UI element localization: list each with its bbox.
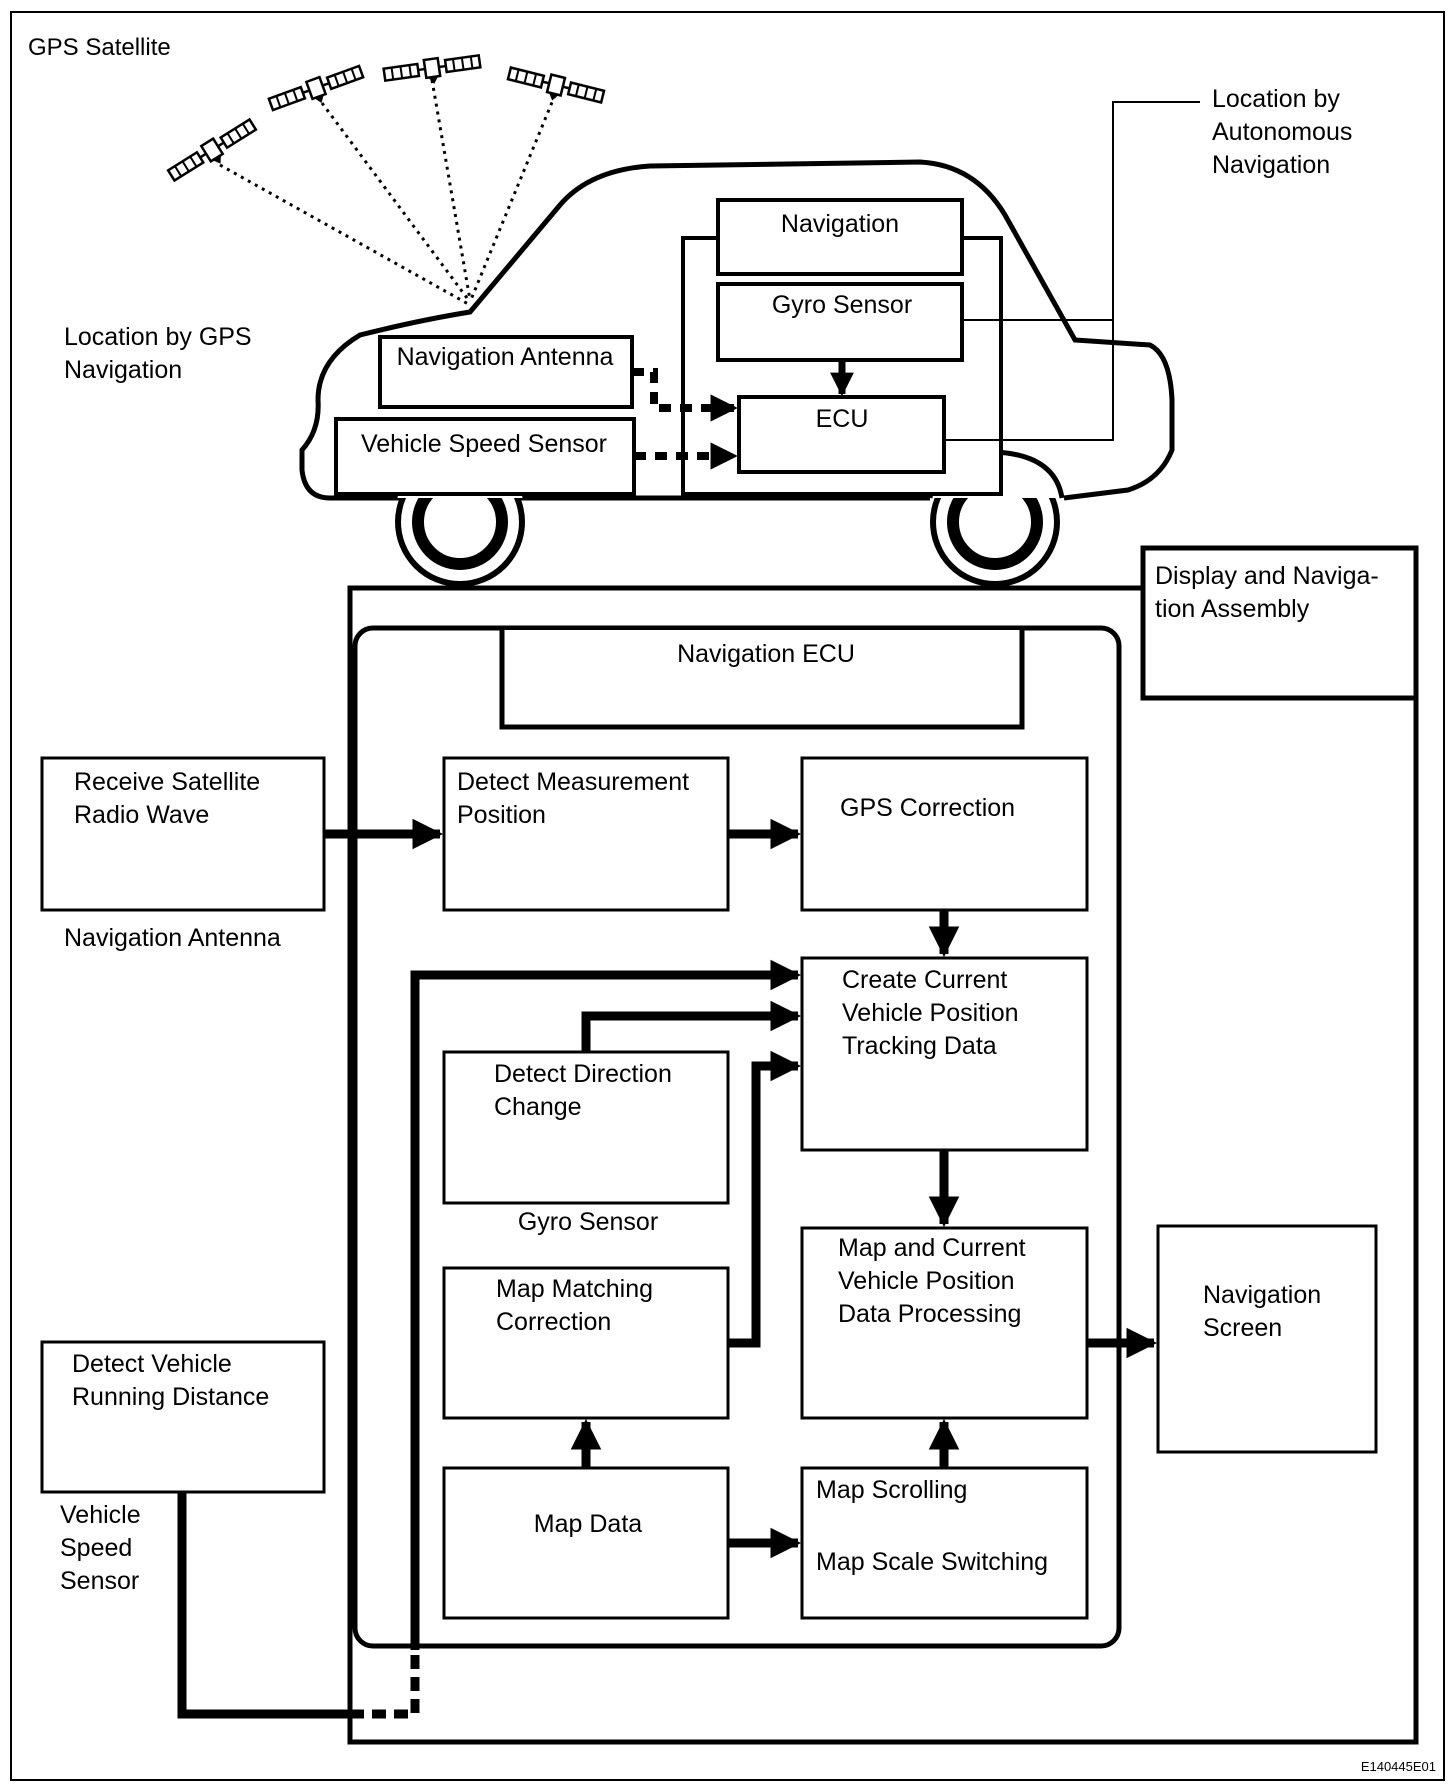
map-processing-label: Map and Current Vehicle Position Data Pr… <box>838 1234 1033 1328</box>
map-matching-label: Map Matching Correction <box>496 1275 660 1336</box>
detect-measurement-label: Detect Measurement Position <box>457 768 696 829</box>
direction-to-create-arrow <box>581 1000 802 1052</box>
create-tracking-box <box>800 956 1089 1152</box>
gps-correction-box <box>800 756 1089 912</box>
receive-satellite-box <box>40 756 326 912</box>
detect-direction-label: Detect Direction Change <box>494 1060 679 1121</box>
gps-correction-label: GPS Correction <box>840 794 1015 822</box>
matching-to-create-arrow <box>728 1050 802 1348</box>
navigation-screen-box <box>1156 1224 1378 1454</box>
autonomous-leader-line <box>944 101 1200 441</box>
gyro-sensor-label: Gyro Sensor <box>518 1208 658 1236</box>
create-tracking-label: Create Current Vehicle Position Tracking… <box>842 966 1025 1060</box>
detect-running-box <box>40 1340 326 1494</box>
detect-direction-box <box>442 1050 730 1205</box>
display-assembly-frame <box>347 548 1419 1745</box>
satellite-2-icon <box>266 61 368 121</box>
car-navigation-box <box>716 198 964 276</box>
speed-to-create-arrow <box>410 959 802 1650</box>
car-navigation-antenna-box <box>378 335 634 409</box>
gps-satellite-label: GPS Satellite <box>28 34 171 61</box>
car-gyro-sensor-box <box>716 282 964 362</box>
car-navigation-antenna-label: Navigation Antenna <box>397 343 614 371</box>
navigation-ecu-label-box <box>499 630 1025 730</box>
vehicle-speed-sensor-label: Vehicle Speed Sensor <box>60 1501 148 1595</box>
navigation-antenna-label: Navigation Antenna <box>64 924 281 952</box>
satellite-signals <box>219 79 557 307</box>
map-processing-box <box>800 1226 1089 1420</box>
location-autonomous-label: Location by Autonomous Navigation <box>1212 85 1359 179</box>
figure-code: E140445E01 <box>1361 1759 1436 1774</box>
car-ecu-label: ECU <box>816 405 869 433</box>
detect-running-label: Detect Vehicle Running Distance <box>72 1350 269 1411</box>
map-scrolling-label: Map Scrolling <box>816 1476 967 1504</box>
navigation-ecu-frame <box>352 625 1122 1649</box>
outer-frame <box>10 11 1445 1781</box>
navigation-ecu-label: Navigation ECU <box>677 640 855 668</box>
speed-path-line <box>177 1492 350 1719</box>
display-assembly-label-box <box>1140 545 1419 701</box>
car-body-outline <box>299 159 1175 501</box>
display-assembly-label: Display and Naviga- tion Assembly <box>1155 562 1386 623</box>
satellite-1-icon <box>165 115 263 191</box>
location-gps-label: Location by GPS Navigation <box>64 323 259 384</box>
navigation-screen-label: Navigation Screen <box>1203 1281 1328 1342</box>
detect-measurement-box <box>442 756 730 912</box>
map-scrolling-box <box>800 1466 1089 1620</box>
receive-satellite-label: Receive Satellite Radio Wave <box>74 768 267 829</box>
satellite-4-icon <box>504 63 607 114</box>
car-gyro-sensor-label: Gyro Sensor <box>772 291 912 319</box>
map-matching-box <box>442 1266 730 1420</box>
car-navigation-label: Navigation <box>781 210 899 238</box>
satellite-3-icon <box>381 51 484 92</box>
speed-dashed-line <box>350 1650 420 1719</box>
map-data-box <box>442 1466 730 1620</box>
map-scale-label: Map Scale Switching <box>816 1548 1048 1576</box>
map-data-label: Map Data <box>534 1510 642 1538</box>
antenna-to-ecu-arrow <box>632 368 738 422</box>
car-vehicle-speed-sensor-label: Vehicle Speed Sensor <box>361 430 607 458</box>
car-ecu-box <box>737 395 946 474</box>
